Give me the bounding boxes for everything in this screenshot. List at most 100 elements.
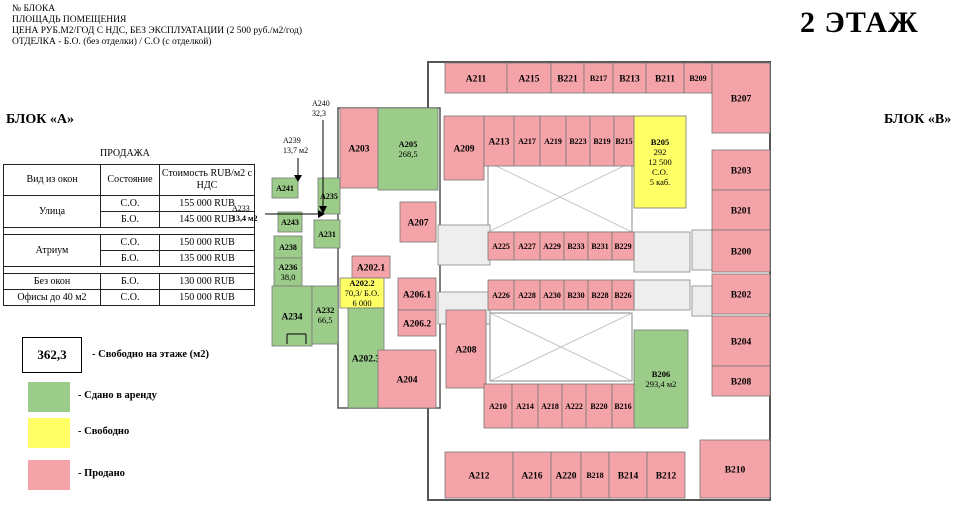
legend-sold-label: - Продано xyxy=(78,468,125,479)
room-b208[interactable]: В208 xyxy=(711,365,771,397)
legend-sold-swatch xyxy=(28,460,70,490)
room-b210[interactable]: В210 xyxy=(699,439,771,499)
room-a203[interactable]: А203 xyxy=(339,107,379,189)
room-b217[interactable]: В217 xyxy=(583,62,614,94)
room-a212[interactable]: А212 xyxy=(444,451,514,499)
room-b200[interactable]: В200 xyxy=(711,229,771,273)
room-a210[interactable]: А210 xyxy=(483,383,513,429)
room-a229[interactable]: А229 xyxy=(539,231,565,261)
room-a214[interactable]: А214 xyxy=(511,383,539,429)
room-b229[interactable]: В229 xyxy=(611,231,635,261)
room-fill xyxy=(397,277,437,311)
room-b221[interactable]: В221 xyxy=(550,62,585,94)
room-b211[interactable]: В211 xyxy=(645,62,685,94)
room-a204[interactable]: А204 xyxy=(377,349,437,409)
room-a215[interactable]: А215 xyxy=(506,62,552,94)
room-b204[interactable]: В204 xyxy=(711,315,771,367)
atrium-north xyxy=(487,161,633,233)
room-b207[interactable]: В207 xyxy=(711,62,771,134)
room-label: В218 xyxy=(586,471,603,480)
room-a206-1[interactable]: А206.1 xyxy=(397,277,437,311)
room-label: В209 xyxy=(689,74,706,83)
room-a226[interactable]: А226 xyxy=(487,279,515,311)
room-label: А222 xyxy=(565,402,583,411)
room-label: А208 xyxy=(455,345,476,355)
room-a202-1[interactable]: А202.1 xyxy=(351,255,391,279)
room-b209[interactable]: В209 xyxy=(683,62,713,94)
room-a218[interactable]: А218 xyxy=(537,383,563,429)
room-b216[interactable]: В216 xyxy=(611,383,635,429)
room-b203[interactable]: В203 xyxy=(711,149,771,191)
header-line: ОТДЕЛКА - Б.О. (без отделки) / С.О (с от… xyxy=(12,37,212,47)
room-b230[interactable]: В230 xyxy=(563,279,589,311)
room-b220[interactable]: В220 xyxy=(585,383,613,429)
room-a208[interactable]: А208 xyxy=(445,309,487,389)
room-a211[interactable]: А211 xyxy=(444,62,508,94)
room-label: А206.2 xyxy=(403,319,431,329)
room-label: А216 xyxy=(521,471,542,481)
room-detail: 12 500 xyxy=(648,157,671,167)
room-a238[interactable]: А238 xyxy=(273,235,303,259)
room-a206-2[interactable]: А206.2 xyxy=(397,309,437,337)
header-notes: № БЛОКА ПЛОЩАДЬ ПОМЕЩЕНИЯ ЦЕНА РУБ.М2/ГО… xyxy=(12,4,302,48)
room-b215[interactable]: В215 xyxy=(613,115,635,167)
header-line: ПЛОЩАДЬ ПОМЕЩЕНИЯ xyxy=(12,15,127,25)
room-a234[interactable]: А234 xyxy=(271,285,313,347)
room-b231[interactable]: В231 xyxy=(587,231,613,261)
room-a230[interactable]: А230 xyxy=(539,279,565,311)
room-b201[interactable]: В201 xyxy=(711,189,771,231)
free-area-value: 362,3 xyxy=(22,337,82,373)
price-cell: 150 000 RUB xyxy=(159,289,255,306)
room-b218[interactable]: В218 xyxy=(580,451,610,499)
room-a202-2[interactable]: А202.270,3/ Б.О.6 000 xyxy=(339,277,385,309)
room-label: В231 xyxy=(591,242,608,251)
atrium-diagonal xyxy=(487,161,633,233)
room-label: А205 xyxy=(399,139,418,149)
room-a243[interactable]: А243 xyxy=(277,211,303,233)
room-b219[interactable]: В219 xyxy=(589,115,615,167)
room-a213[interactable]: А213 xyxy=(483,115,515,167)
room-fill xyxy=(711,149,771,191)
room-a228[interactable]: А228 xyxy=(513,279,541,311)
room-a216[interactable]: А216 xyxy=(512,451,552,499)
room-b212[interactable]: В212 xyxy=(646,451,686,499)
room-a207[interactable]: А207 xyxy=(399,201,437,243)
room-b202[interactable]: В202 xyxy=(711,273,771,315)
room-fill xyxy=(537,383,563,429)
room-a220[interactable]: А220 xyxy=(550,451,582,499)
room-fill xyxy=(645,62,685,94)
room-label: А207 xyxy=(407,218,428,228)
room-a231[interactable]: А231 xyxy=(313,219,341,249)
room-b213[interactable]: В213 xyxy=(612,62,647,94)
room-a241[interactable]: А241 xyxy=(271,177,299,199)
table-row: Атриум С.О. 150 000 RUB xyxy=(3,234,255,267)
room-fill xyxy=(711,62,771,134)
room-fill xyxy=(271,285,313,347)
room-fill xyxy=(711,273,771,315)
room-label: В219 xyxy=(593,137,610,146)
room-fill xyxy=(397,309,437,337)
room-b233[interactable]: В233 xyxy=(563,231,589,261)
col-header-view: Вид из окон xyxy=(3,164,101,196)
room-a222[interactable]: А222 xyxy=(561,383,587,429)
room-label: А225 xyxy=(492,242,510,251)
room-a209[interactable]: А209 xyxy=(443,115,485,181)
room-a217[interactable]: А217 xyxy=(513,115,541,167)
room-fill xyxy=(646,451,686,499)
room-b214[interactable]: В214 xyxy=(608,451,648,499)
room-a227[interactable]: А227 xyxy=(513,231,541,261)
room-a225[interactable]: А225 xyxy=(487,231,515,261)
room-b228[interactable]: В228 xyxy=(587,279,613,311)
room-b223[interactable]: В223 xyxy=(565,115,591,167)
room-b226[interactable]: В226 xyxy=(611,279,635,311)
room-a219[interactable]: А219 xyxy=(539,115,567,167)
atrium-diagonal xyxy=(489,312,633,382)
block-a-label: БЛОК «А» xyxy=(6,112,74,127)
room-fill xyxy=(561,383,587,429)
